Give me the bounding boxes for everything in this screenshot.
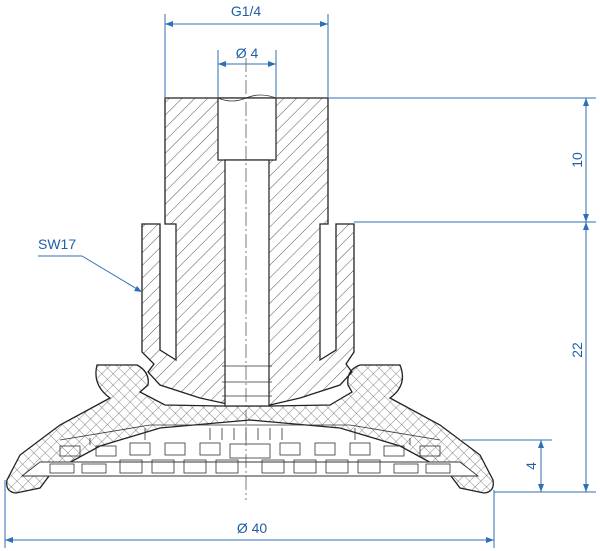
diameter-label: Ø 40 <box>237 520 268 536</box>
body-height-label: 22 <box>569 342 585 358</box>
dimension-bore: Ø 4 <box>217 45 277 98</box>
dimension-thread: G1/4 <box>164 3 329 98</box>
dimension-right: 10 22 4 <box>328 97 596 493</box>
hex-body <box>141 94 355 407</box>
dimension-hex: SW17 <box>38 236 143 293</box>
lip-height-label: 4 <box>523 462 539 470</box>
dimension-diameter: Ø 40 <box>4 480 495 548</box>
hex-label: SW17 <box>38 236 76 252</box>
thread-label: G1/4 <box>231 3 262 19</box>
suction-cup <box>6 364 494 494</box>
cup-ribs <box>49 442 451 474</box>
bore-label: Ø 4 <box>236 45 259 61</box>
thread-length-label: 10 <box>569 152 585 168</box>
